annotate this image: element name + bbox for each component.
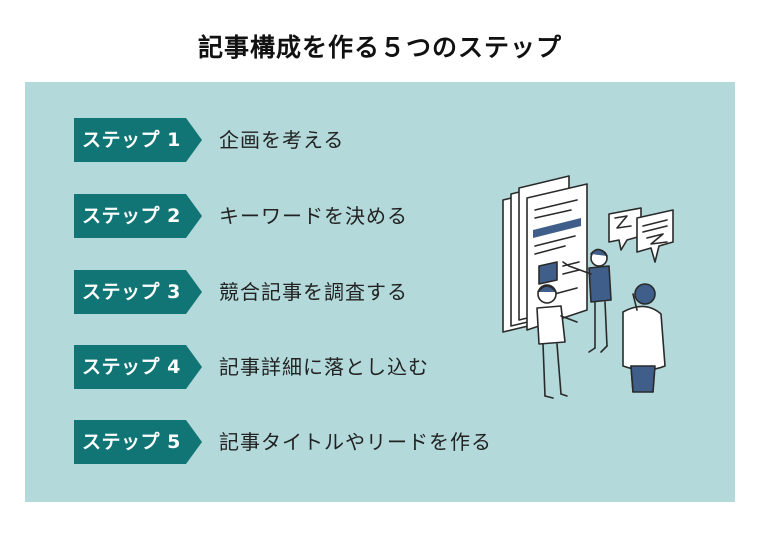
person-right-icon xyxy=(622,283,666,393)
page-title: 記事構成を作る５つのステップ xyxy=(197,33,562,62)
step-row-1: ステップ 1 企画を考える xyxy=(74,118,494,162)
step-badge-5: ステップ 5 xyxy=(74,420,202,464)
person-left-icon xyxy=(536,284,578,399)
people-discussing-documents-illustration xyxy=(495,170,685,405)
step-text-3: 競合記事を調査する xyxy=(219,280,408,304)
step-row-5: ステップ 5 記事タイトルやリードを作る xyxy=(74,420,494,464)
step-badge-3: ステップ 3 xyxy=(74,270,202,314)
person-pointing-icon xyxy=(562,248,612,353)
step-text-4: 記事詳細に落とし込む xyxy=(219,355,429,379)
step-badge-1: ステップ 1 xyxy=(74,118,202,162)
step-row-3: ステップ 3 競合記事を調査する xyxy=(74,270,494,314)
step-row-2: ステップ 2 キーワードを決める xyxy=(74,194,494,238)
step-text-1: 企画を考える xyxy=(219,128,345,152)
speech-bubble-icon xyxy=(608,207,674,263)
step-badge-2: ステップ 2 xyxy=(74,194,202,238)
step-badge-4: ステップ 4 xyxy=(74,345,202,389)
step-text-5: 記事タイトルやリードを作る xyxy=(219,430,492,454)
step-row-4: ステップ 4 記事詳細に落とし込む xyxy=(74,345,494,389)
step-text-2: キーワードを決める xyxy=(219,204,408,228)
